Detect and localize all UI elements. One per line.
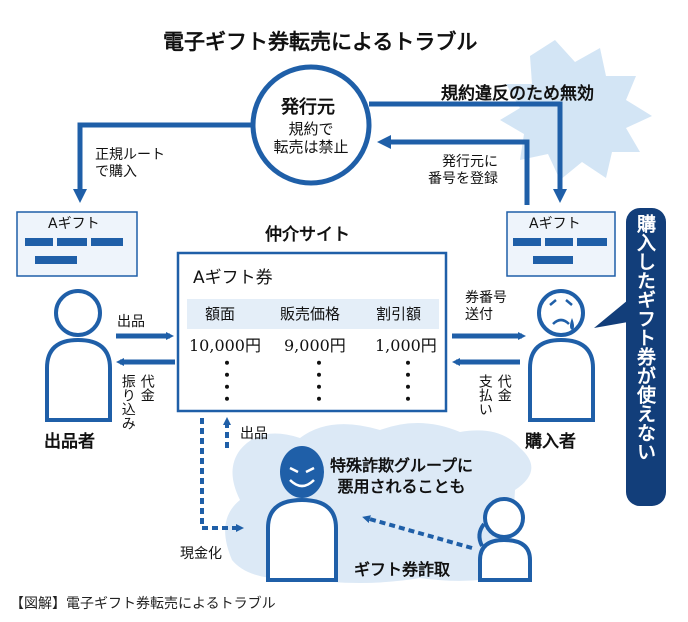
gift-card-left-label: Aギフト [48, 216, 100, 232]
cash-out-arrow [200, 418, 244, 532]
header-sale-price: 販売価格 [280, 305, 341, 323]
site-box [176, 251, 448, 413]
victim-head [483, 497, 525, 539]
issuer-title: 発行元 [281, 97, 335, 118]
steal-arrow [362, 515, 473, 550]
official-route-arrow [73, 122, 253, 203]
seller-body [45, 337, 112, 422]
header-face-value: 額面 [205, 305, 236, 323]
payout-sub-label: 代金 [138, 374, 155, 402]
continuation-dots: ・・・・ [400, 354, 417, 409]
starburst [500, 40, 652, 180]
fraud-list-label: 出品 [240, 426, 268, 442]
send-code-label: 券番号 送付 [465, 290, 507, 323]
victim-body [478, 537, 532, 582]
page-title: 電子ギフト券転売によるトラブル [163, 30, 478, 54]
fraudster-body [266, 497, 338, 582]
buyer-body [528, 337, 595, 422]
figure-caption: 【図解】電子ギフト券転売によるトラブル [10, 596, 276, 612]
list-label: 出品 [117, 314, 145, 330]
continuation-dots: ・・・・ [219, 354, 236, 409]
cash-out-label: 現金化 [180, 546, 222, 562]
table-header-band [187, 299, 439, 329]
buyer-problem-text: 購入したギフト券が使えない [633, 214, 656, 461]
fraud-group-text: 特殊詐欺グループに 悪用されることも [330, 456, 474, 496]
continuation-dots: ・・・・ [311, 354, 328, 409]
buyer-label: 購入者 [525, 432, 576, 452]
payment-label: 支払い [476, 374, 493, 416]
steal-label: ギフト券詐取 [354, 560, 451, 579]
fraudster-head [280, 446, 324, 498]
site-title: 仲介サイト [265, 225, 350, 245]
payout-label: 振り込み [119, 374, 136, 430]
cell-sale-price: 9,000円 [284, 336, 346, 355]
speech-tail [594, 300, 628, 328]
header-discount: 割引額 [376, 305, 422, 323]
official-route-label: 正規ルート で購入 [95, 147, 165, 180]
cell-face-value: 10,000円 [189, 336, 261, 355]
cell-discount: 1,000円 [375, 336, 437, 355]
seller-label: 出品者 [44, 432, 95, 452]
register-label: 発行元に 番号を登録 [428, 154, 498, 187]
gift-card-right-label: Aギフト [529, 216, 581, 232]
issuer-note: 規約で 転売は禁止 [273, 120, 349, 156]
payment-sub-label: 代金 [495, 374, 512, 402]
void-arrow [369, 101, 567, 203]
void-notice: 規約違反のため無効 [441, 84, 594, 104]
register-arrow [377, 135, 530, 205]
buyer-head [537, 289, 585, 337]
problem-bubble [626, 208, 666, 506]
site-card-title: Aギフト券 [193, 268, 273, 288]
seller-head [54, 289, 102, 337]
